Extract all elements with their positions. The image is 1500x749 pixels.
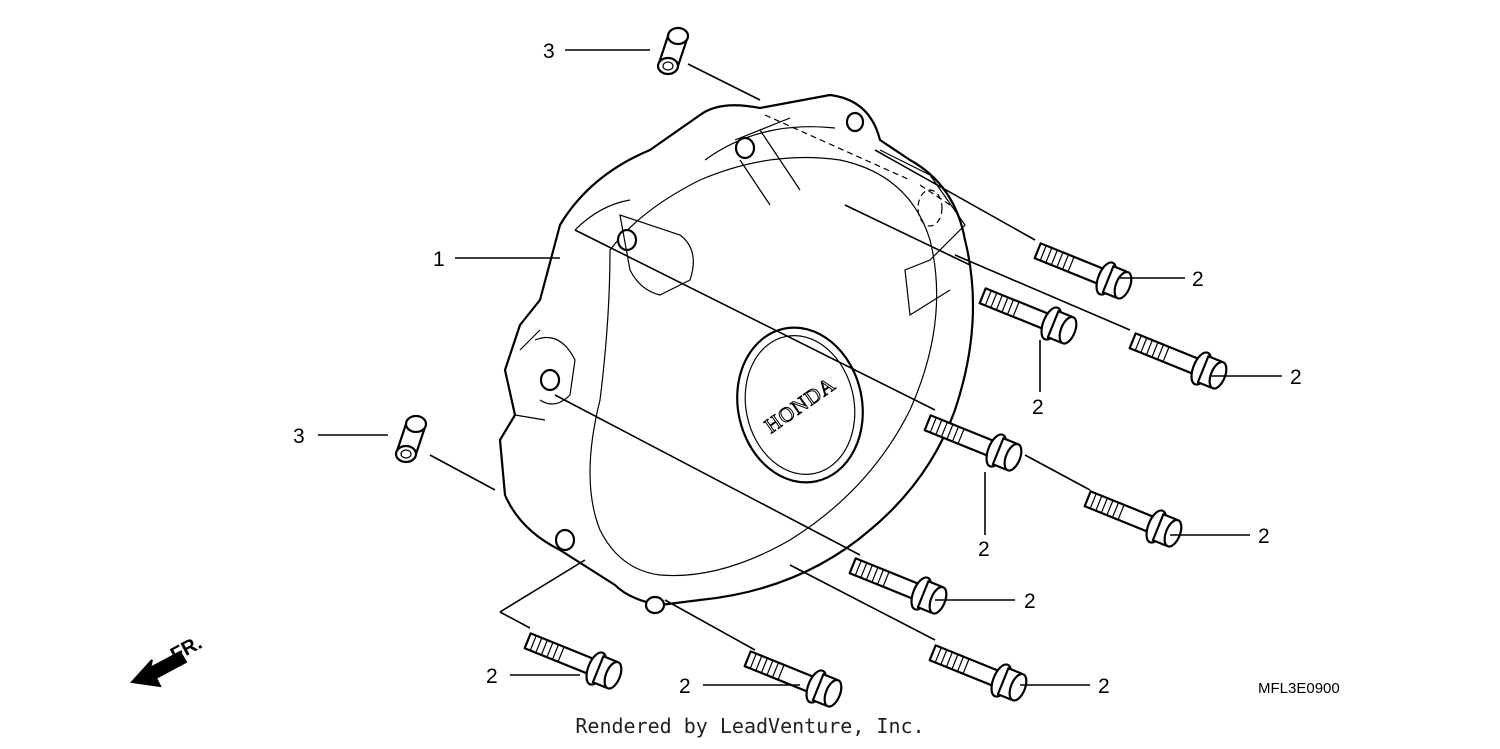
callout-2-b: 2 xyxy=(1032,396,1044,419)
bolt-7 xyxy=(520,623,627,695)
bolt-5 xyxy=(1080,481,1187,553)
bolt-1 xyxy=(1030,233,1137,305)
callout-2-d: 2 xyxy=(978,538,990,561)
generator-cover: HONDA xyxy=(498,93,975,615)
bolt-3 xyxy=(1125,323,1232,395)
callout-2-a: 2 xyxy=(1192,268,1204,291)
front-arrow-icon xyxy=(129,650,188,688)
callout-1-cover: 1 xyxy=(433,248,445,271)
bolt-8 xyxy=(740,641,847,713)
callout-2-c: 2 xyxy=(1290,366,1302,389)
callout-2-i: 2 xyxy=(1098,675,1110,698)
diagram-code: MFL3E0900 xyxy=(1258,680,1340,697)
footer-credit: Rendered by LeadVenture, Inc. xyxy=(575,714,925,738)
dowel-pin-top xyxy=(656,26,690,76)
bolt-6 xyxy=(845,548,952,620)
callout-2-f: 2 xyxy=(1024,590,1036,613)
dowel-pin-left xyxy=(394,414,428,464)
callout-3-top: 3 xyxy=(543,40,555,63)
callout-2-e: 2 xyxy=(1258,525,1270,548)
bolt-2 xyxy=(975,278,1082,350)
front-direction-marker: FR. xyxy=(129,632,206,688)
assembly-lines xyxy=(429,63,1131,651)
callout-2-g: 2 xyxy=(486,665,498,688)
callout-numbers: 3 1 3 2 2 2 2 2 2 2 2 2 xyxy=(293,40,1302,698)
callout-2-h: 2 xyxy=(679,675,691,698)
callout-3-left: 3 xyxy=(293,425,305,448)
bolt-9 xyxy=(925,635,1032,707)
callout-leaders xyxy=(318,49,1282,686)
